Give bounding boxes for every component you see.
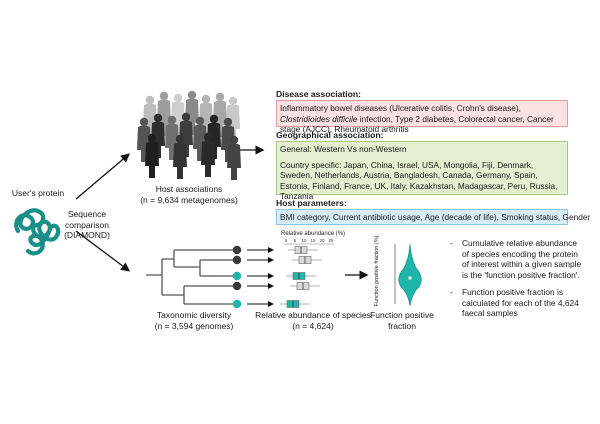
bullet-2-text: Function positive fraction is calculated…	[462, 287, 579, 319]
person-silhouette	[137, 117, 151, 162]
disease-box: Inflammatory bowel diseases (Ulcerative …	[276, 100, 568, 134]
abundance-box	[292, 256, 322, 264]
abundance-box	[290, 282, 320, 290]
leaf-arrow-head	[268, 301, 274, 307]
tree-nodes	[232, 245, 242, 309]
person-silhouette	[151, 113, 165, 158]
person-silhouette	[193, 116, 207, 161]
abundance-box	[286, 272, 316, 280]
abundance-box	[280, 300, 310, 308]
tree-leaf-node	[232, 255, 242, 265]
bullet-2: - Function positive fraction is calculat…	[450, 287, 582, 319]
geo-specific: Country specific: Japan, China, Israel, …	[280, 159, 558, 202]
person-silhouette	[157, 91, 171, 136]
fraction-axis-label: Function positive fraction (%)	[374, 235, 380, 307]
fraction-title-2: fraction	[388, 320, 416, 331]
tree-leaf-node	[232, 299, 242, 309]
person-silhouette	[227, 135, 241, 180]
taxonomy-title-block: Taxonomic diversity (n = 3,594 genomes)	[139, 310, 249, 331]
abundance-tick-label: 15	[310, 238, 316, 243]
taxonomy-title: Taxonomic diversity	[156, 310, 232, 320]
person-silhouette	[173, 134, 187, 179]
crowd-icon	[137, 90, 241, 180]
disease-text-a: Inflammatory bowel diseases (Ulcerative …	[280, 103, 521, 113]
tree-leaf-node	[232, 281, 242, 291]
disease-text-italic: Clostridioides difficile	[280, 113, 358, 124]
person-silhouette	[171, 93, 185, 138]
host-subtitle: (n = 9,634 metagenomes)	[140, 194, 238, 205]
taxonomy-subtitle: (n = 3,594 genomes)	[154, 320, 234, 331]
bullet-1: - Cumulative relative abundance of speci…	[450, 238, 582, 280]
abundance-subtitle: (n = 4,624)	[292, 320, 334, 331]
disease-heading: Disease association:	[276, 89, 362, 99]
host-title-block: Host associations (n = 9,634 metagenomes…	[130, 184, 248, 205]
abundance-tick-label: 0	[285, 238, 288, 243]
disease-text-b: infection, Type 2 diabetes, Colorectal c…	[280, 113, 554, 135]
person-silhouette	[207, 114, 221, 159]
person-silhouette	[179, 112, 193, 157]
person-silhouette	[213, 92, 227, 137]
taxonomy-tree	[146, 245, 274, 309]
fraction-title-block: Function positive fraction	[366, 310, 438, 331]
comparison-line-3: (DIAMOND)	[64, 230, 110, 240]
geo-general: General: Western Vs non-Western	[280, 144, 407, 154]
person-silhouette	[165, 115, 179, 160]
person-silhouette	[143, 95, 157, 140]
host-title: Host associations	[155, 184, 223, 194]
tree-leaf-node	[232, 245, 242, 255]
person-silhouette	[201, 132, 215, 177]
leaf-arrow-head	[268, 283, 274, 289]
bullet-1-text: Cumulative relative abundance of species…	[462, 238, 582, 280]
comparison-line-2: comparison	[65, 219, 109, 230]
abundance-box	[288, 246, 318, 254]
comparison-label: Sequence comparison (DIAMOND)	[60, 209, 114, 241]
protein-icon	[14, 208, 61, 256]
fraction-violin	[394, 243, 422, 307]
leaf-arrow-head	[268, 247, 274, 253]
protein-label: User's protein	[11, 188, 65, 198]
person-silhouette	[199, 94, 213, 139]
abundance-axis-title: Relative abundance (%)	[281, 231, 346, 237]
tree-leaf-node	[232, 271, 242, 281]
person-silhouette	[226, 96, 240, 141]
abundance-tick-label: 20	[319, 238, 325, 243]
person-silhouette	[221, 117, 235, 162]
abundance-title: Relative abundance of species	[255, 310, 371, 320]
geo-box: General: Western Vs non-Western Country …	[276, 141, 568, 201]
fraction-title-1: Function positive	[370, 310, 434, 320]
person-silhouette	[185, 90, 199, 135]
abundance-title-block: Relative abundance of species (n = 4,624…	[248, 310, 378, 331]
person-silhouette	[145, 133, 159, 178]
abundance-tick-label: 25	[328, 238, 334, 243]
leaf-arrow-head	[268, 273, 274, 279]
abundance-tick-label: 5	[294, 238, 297, 243]
leaf-arrow-head	[268, 257, 274, 263]
params-heading: Host parameters:	[276, 198, 347, 208]
geo-heading: Geographical association:	[276, 130, 384, 140]
comparison-line-1: Sequence	[67, 209, 107, 219]
abundance-tick-label: 10	[301, 238, 307, 243]
params-box: BMI category, Current antibiotic usage, …	[276, 209, 590, 225]
arrow-to-host	[75, 153, 130, 200]
